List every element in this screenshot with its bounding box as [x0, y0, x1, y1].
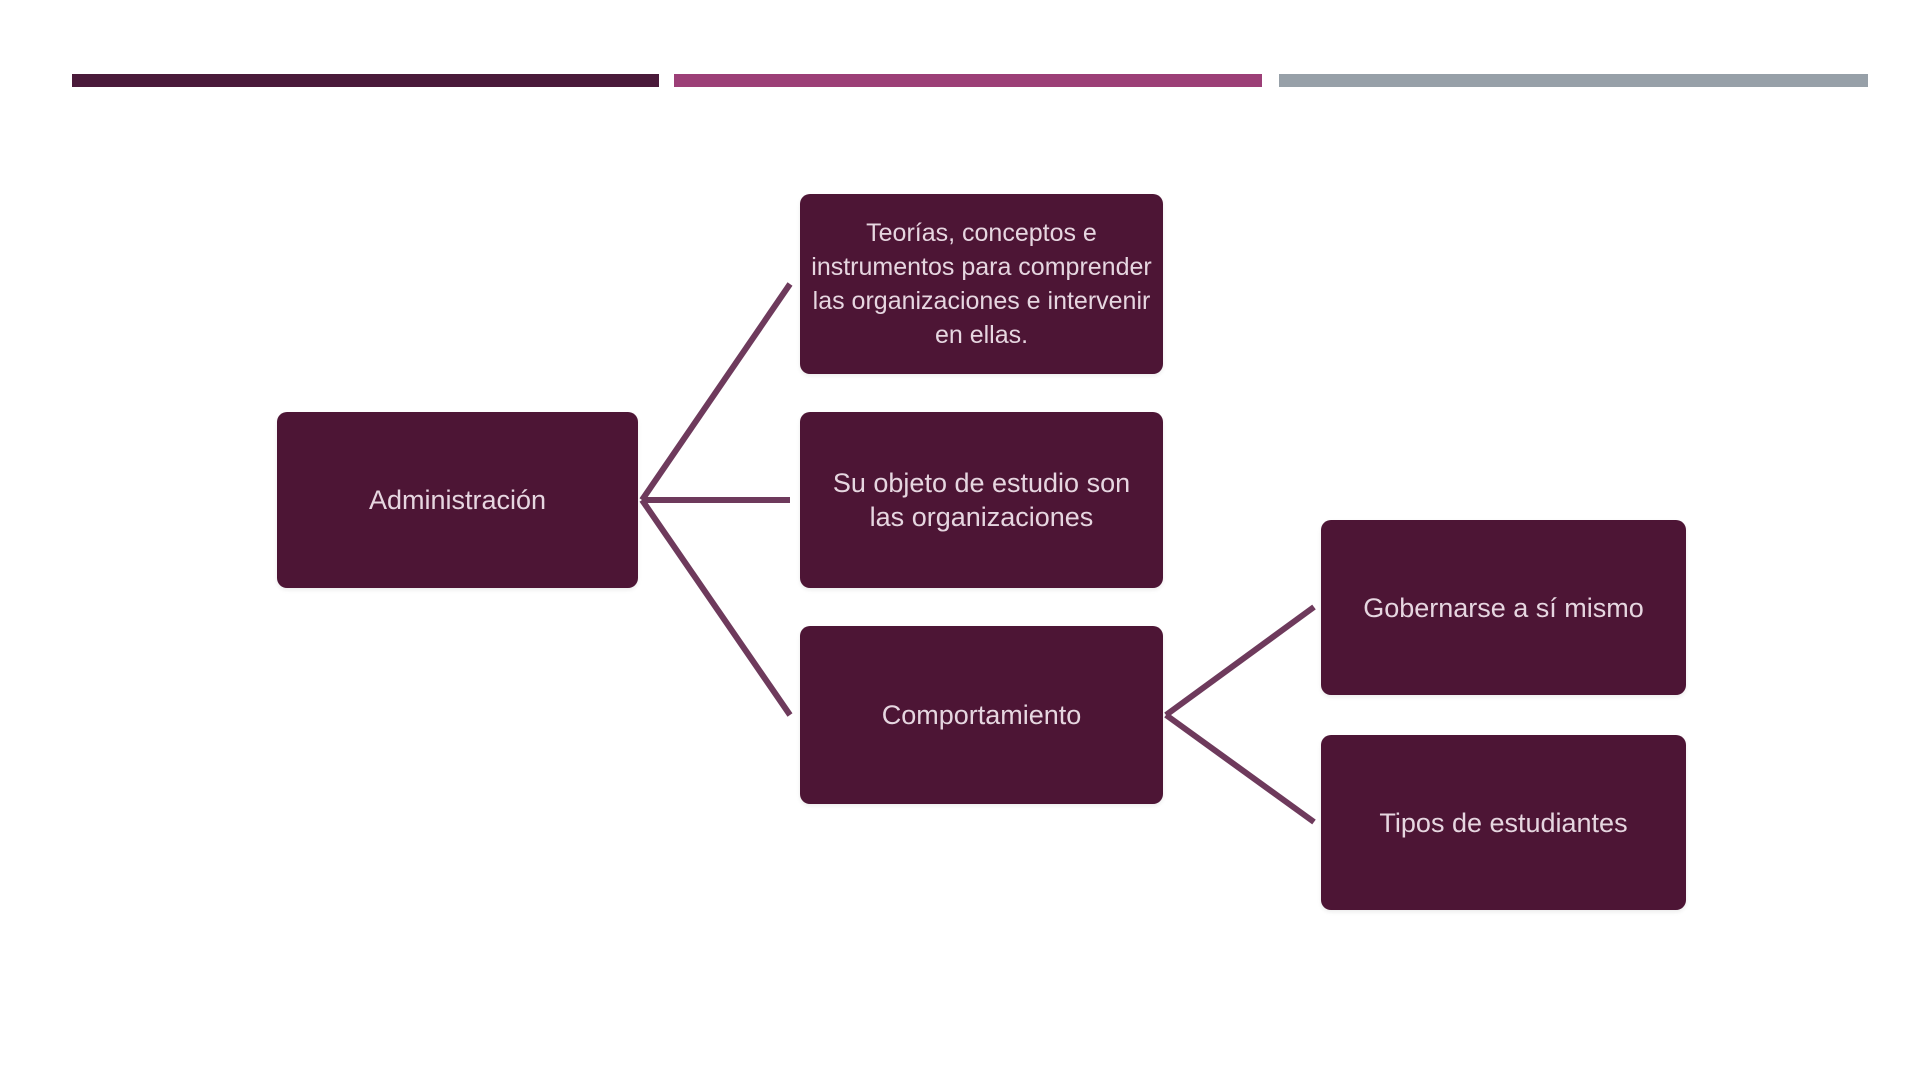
- node-label: Teorías, conceptos e instrumentos para c…: [811, 219, 1152, 349]
- node-label: Administración: [368, 485, 547, 515]
- connector-root-child1: [639, 282, 793, 502]
- connector-child3-gc2: [1164, 712, 1316, 825]
- node-label: Gobernarse a sí mismo: [1363, 592, 1644, 623]
- header-bar-1: [72, 74, 659, 87]
- node-objeto-estudio: Su objeto de estudio son las organizacio…: [800, 412, 1163, 588]
- node-label: Comportamiento: [881, 700, 1082, 730]
- header-bar-2: [674, 74, 1262, 87]
- node-label: Su objeto de estudio son las organizacio…: [832, 468, 1131, 532]
- node-comportamiento: Comportamiento: [800, 626, 1163, 804]
- connector-root-child3: [639, 498, 793, 717]
- node-administracion: Administración: [277, 412, 638, 588]
- node-teorias: Teorías, conceptos e instrumentos para c…: [800, 194, 1163, 374]
- header-bar-3: [1279, 74, 1868, 87]
- node-tipos-estudiantes: Tipos de estudiantes: [1321, 735, 1686, 910]
- node-label: Tipos de estudiantes: [1379, 807, 1628, 838]
- node-gobernarse: Gobernarse a sí mismo: [1321, 520, 1686, 695]
- connector-child3-gc1: [1164, 604, 1316, 718]
